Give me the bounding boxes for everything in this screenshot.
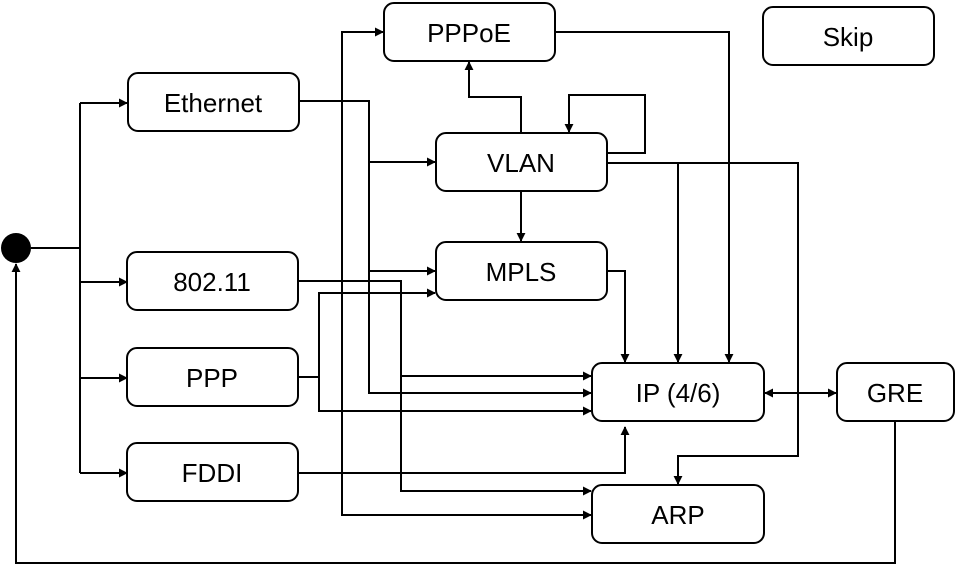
node-arp: ARP (591, 484, 765, 544)
edge-ppp-mpls (298, 288, 436, 378)
node-pppoe: PPPoE (383, 2, 556, 62)
edge-ethernet-mpls (368, 162, 436, 276)
node-vlan-label: VLAN (487, 148, 555, 178)
edge-vlan-arp (673, 162, 799, 485)
edge-ppp-ip (318, 377, 592, 416)
edge-ethernet-arp (341, 101, 592, 520)
edge-mpls-ip (607, 270, 630, 363)
node-mpls-label: MPLS (486, 257, 557, 287)
edge-pppoe-ip (555, 31, 734, 363)
node-pppoe-label: PPPoE (427, 18, 511, 48)
node-ppp-label: PPP (186, 363, 238, 393)
edge-ethernet-vlan (299, 100, 436, 167)
start-node (1, 233, 31, 263)
node-ip: IP (4/6) (591, 362, 765, 422)
edge-vlan-self (564, 94, 646, 154)
edges (11, 27, 896, 564)
node-802-11-label: 802.11 (173, 267, 251, 297)
node-mpls: MPLS (435, 241, 608, 301)
edge-fddi-ip (298, 426, 630, 474)
node-gre: GRE (836, 362, 955, 422)
edge-ethernet-ip (368, 101, 592, 398)
edge-wifi-ip (298, 280, 592, 381)
node-vlan: VLAN (435, 132, 608, 192)
node-gre-label: GRE (867, 378, 923, 408)
edge-vlan-ip (607, 162, 683, 363)
node-ethernet-label: Ethernet (164, 88, 263, 118)
edge-gre-start (11, 263, 896, 564)
node-fddi-label: FDDI (182, 458, 243, 488)
edge-start-bus (31, 103, 81, 473)
node-skip: Skip (762, 6, 935, 66)
node-ppp: PPP (126, 347, 299, 407)
edge-vlan-pppoe (464, 61, 522, 132)
node-arp-label: ARP (651, 500, 704, 530)
edge-ethernet-pppoe (299, 27, 384, 102)
edge-wifi-arp (400, 376, 592, 496)
node-ethernet: Ethernet (127, 72, 300, 132)
node-802-11: 802.11 (126, 251, 299, 311)
node-fddi: FDDI (126, 442, 299, 502)
node-skip-label: Skip (823, 22, 874, 52)
node-ip-label: IP (4/6) (636, 378, 721, 408)
